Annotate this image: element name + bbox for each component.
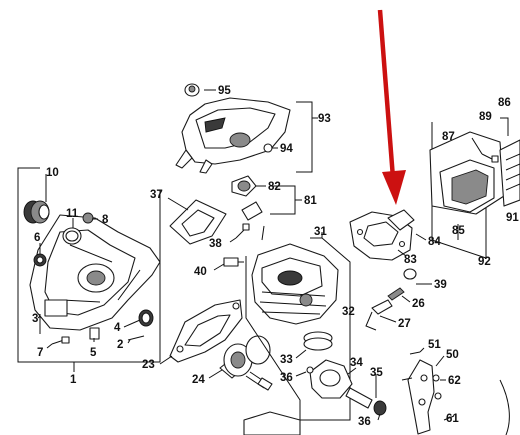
callout-50: 50 [446, 349, 459, 361]
intake-group [169, 175, 296, 267]
red-pointer-arrow [377, 9, 406, 205]
callout-24: 24 [192, 374, 205, 386]
callout-91: 91 [506, 212, 519, 224]
callout-34: 34 [350, 357, 363, 369]
callout-10: 10 [46, 167, 59, 179]
callout-92: 92 [478, 256, 491, 268]
callout-5: 5 [90, 347, 97, 359]
callout-86: 86 [498, 97, 511, 109]
callout-32: 32 [342, 306, 355, 318]
callout-33: 33 [280, 354, 293, 366]
callout-7: 7 [37, 347, 43, 359]
callout-38: 38 [209, 238, 222, 250]
callout-87: 87 [442, 131, 455, 143]
callout-1: 1 [70, 374, 77, 386]
callout-61: 61 [446, 413, 459, 425]
callout-8: 8 [102, 214, 109, 226]
callout-85: 85 [452, 225, 465, 237]
callout-51: 51 [428, 339, 441, 351]
muffler-gasket [349, 209, 415, 261]
callout-84: 84 [428, 236, 441, 248]
callout-40: 40 [194, 266, 207, 278]
callout-27: 27 [398, 318, 411, 330]
callout-labels: 10 11 8 6 3 7 5 4 2 1 23 24 95 94 93 37 … [32, 85, 519, 428]
callout-11: 11 [66, 208, 79, 220]
callout-36a: 36 [280, 372, 293, 384]
callout-39: 39 [434, 279, 447, 291]
callout-95: 95 [218, 85, 231, 97]
base-gasket [169, 299, 243, 363]
callout-23: 23 [142, 359, 155, 371]
top-cover-group [175, 83, 313, 174]
callout-62: 62 [448, 375, 461, 387]
callout-94: 94 [280, 143, 293, 155]
callout-35: 35 [370, 367, 383, 379]
callout-3: 3 [32, 313, 38, 325]
callout-31: 31 [314, 226, 327, 238]
callout-4: 4 [114, 322, 121, 334]
callout-83: 83 [404, 254, 417, 266]
crankcase-group [17, 167, 161, 363]
muffler-group [429, 117, 520, 259]
callout-36b: 36 [358, 416, 371, 428]
callout-26: 26 [412, 298, 425, 310]
cylinder-group [245, 237, 387, 421]
callout-81: 81 [304, 195, 317, 207]
callout-2: 2 [117, 339, 123, 351]
small-parts-right [365, 268, 417, 331]
crankshaft [219, 335, 273, 391]
lower-bracket-group [243, 351, 510, 435]
callout-37: 37 [150, 189, 163, 201]
callout-6: 6 [34, 232, 40, 244]
callout-82: 82 [268, 181, 281, 193]
leader-lines [37, 89, 487, 421]
callout-93: 93 [318, 113, 331, 125]
callout-89: 89 [479, 111, 492, 123]
